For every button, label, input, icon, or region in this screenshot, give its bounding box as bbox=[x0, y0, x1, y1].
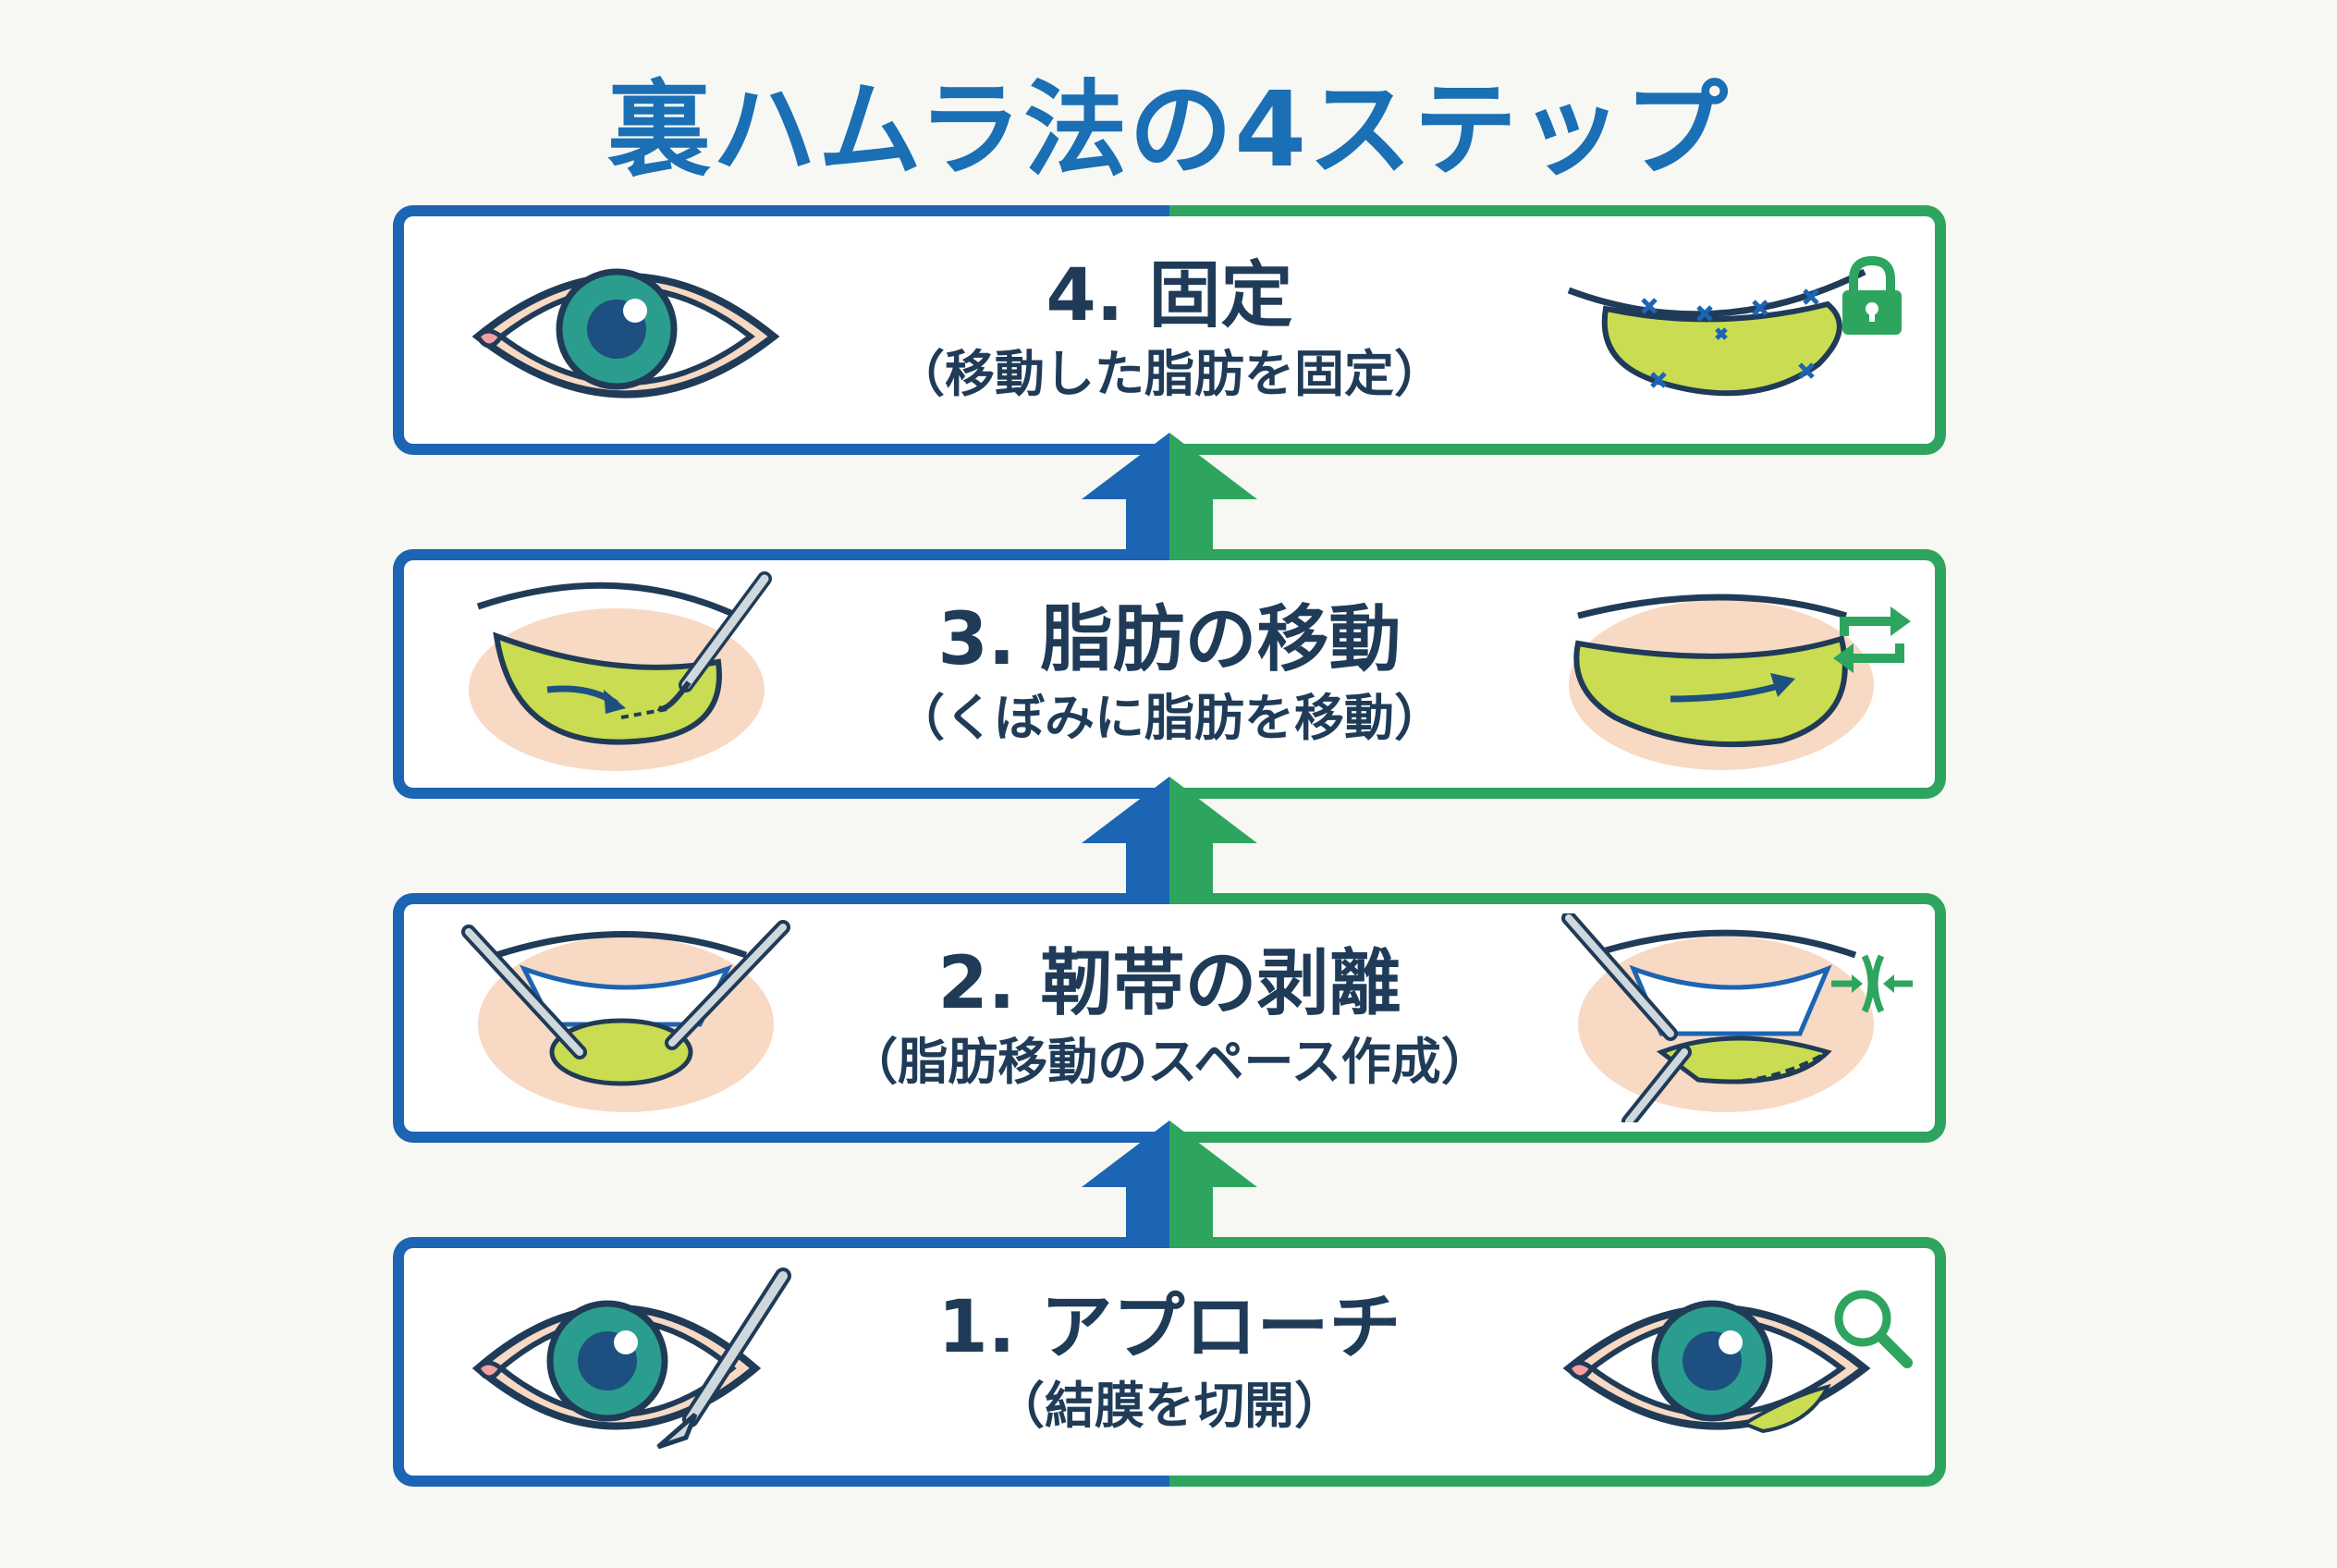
step-4-panel: 4. 固定 （移動した脂肪を固定） bbox=[393, 205, 1946, 455]
up-arrow-2-to-3 bbox=[1082, 777, 1257, 912]
step-4-title: 4. 固定 bbox=[1046, 253, 1293, 337]
up-arrow-1-to-2 bbox=[1082, 1121, 1257, 1256]
space-creation-illustration bbox=[1561, 913, 1874, 1122]
magnifier-icon bbox=[1834, 1290, 1913, 1368]
step-3-panel: 3. 脂肪の移動 （くぼみに脂肪を移動） bbox=[393, 549, 1946, 799]
page-title: 裏ハムラ法の4ステップ bbox=[606, 70, 1731, 190]
step-1-panel: 1. アプローチ （結膜を切開） bbox=[393, 1237, 1946, 1487]
fat-moving-instrument-illustration bbox=[469, 571, 772, 771]
open-eye-illustration bbox=[471, 268, 780, 398]
step-3-subtitle: （くぼみに脂肪を移動） bbox=[895, 689, 1444, 748]
step-2-title: 2. 靭帯の剥離 bbox=[937, 941, 1401, 1025]
incision-scalpel-illustration bbox=[471, 1268, 791, 1450]
step-1-title: 1. アプローチ bbox=[937, 1285, 1401, 1369]
up-arrow-3-to-4 bbox=[1082, 433, 1257, 568]
swap-arrows-icon bbox=[1833, 606, 1911, 673]
ligament-release-instruments-illustration bbox=[461, 920, 790, 1112]
release-arrows-icon bbox=[1831, 954, 1913, 1013]
fixed-fat-sutures-illustration bbox=[1567, 268, 1866, 397]
fat-moved-illustration bbox=[1569, 594, 1874, 770]
step-2-subtitle: （脂肪移動のスペース作成） bbox=[848, 1033, 1491, 1092]
lock-icon bbox=[1842, 255, 1902, 335]
step-2-panel: 2. 靭帯の剥離 （脂肪移動のスペース作成） bbox=[393, 893, 1946, 1143]
step-1-subtitle: （結膜を切開） bbox=[995, 1377, 1344, 1436]
step-3-title: 3. 脂肪の移動 bbox=[937, 597, 1401, 681]
eye-incision-view-illustration bbox=[1562, 1300, 1871, 1434]
step-4-subtitle: （移動した脂肪を固定） bbox=[895, 345, 1444, 404]
